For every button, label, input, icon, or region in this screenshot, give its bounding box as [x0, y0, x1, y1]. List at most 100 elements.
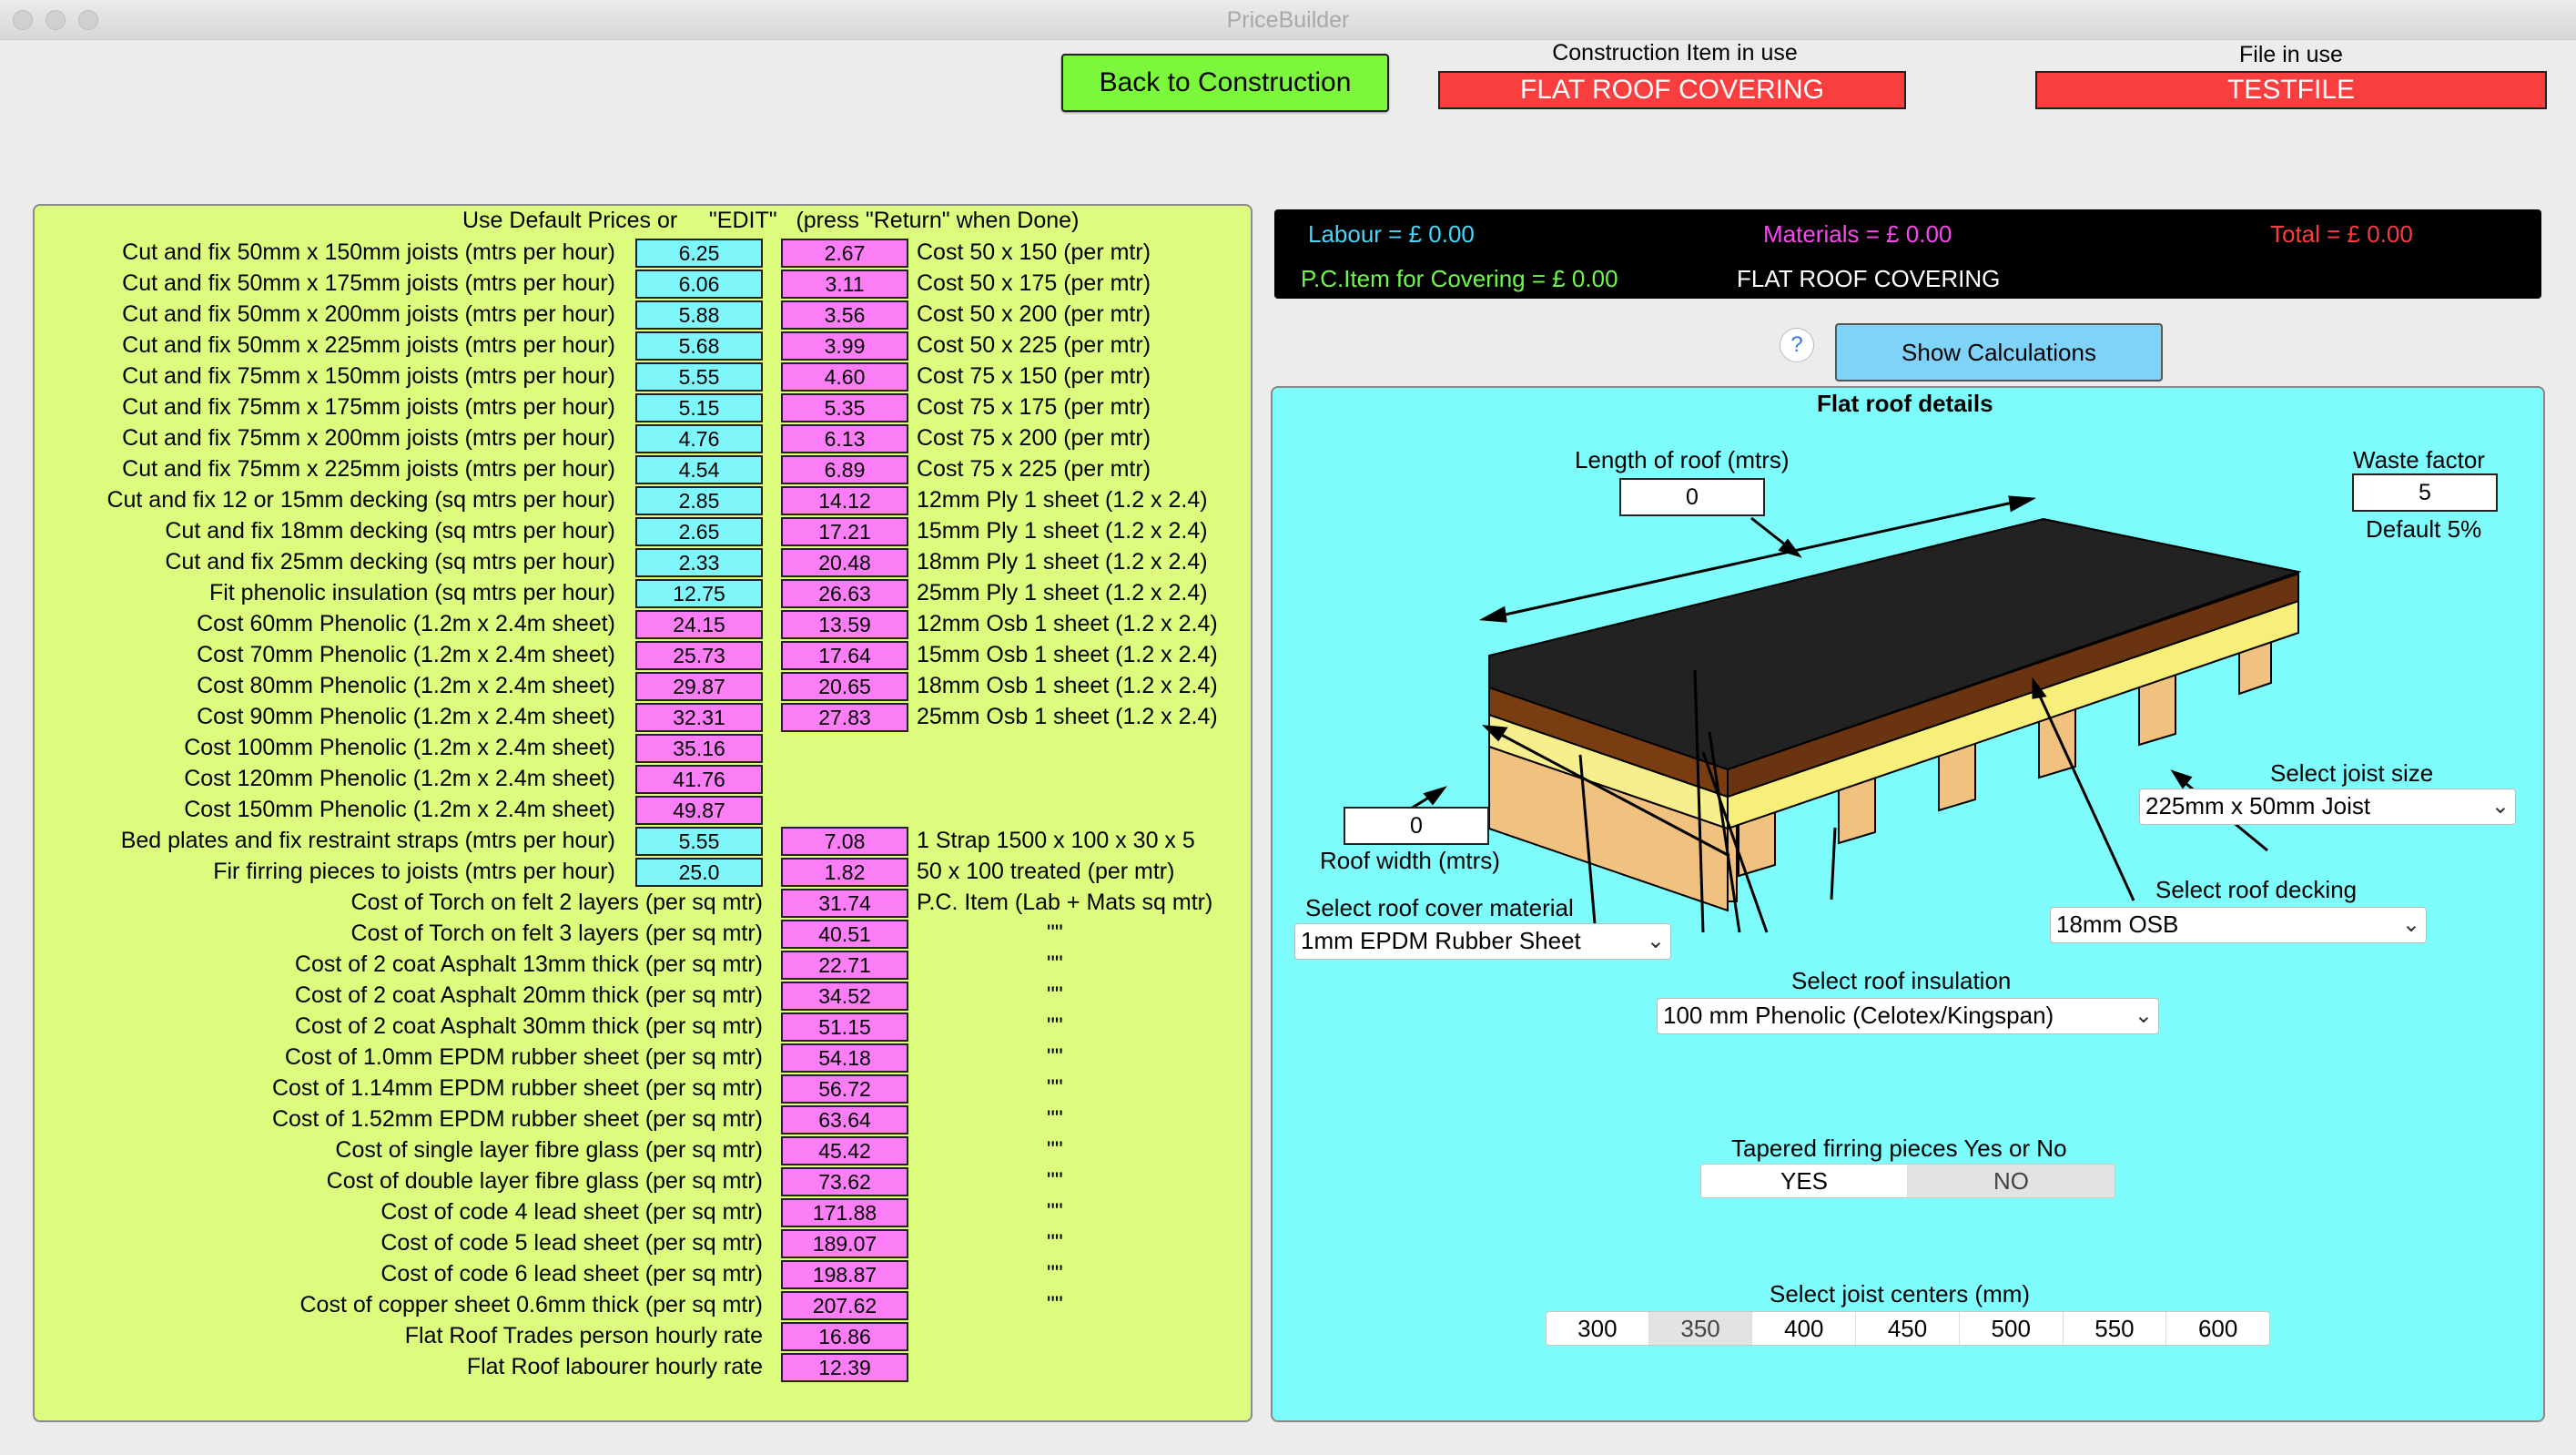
cost-input[interactable]: 26.63: [781, 579, 908, 608]
rate-input[interactable]: 2.85: [635, 486, 763, 515]
cost-input[interactable]: 4.60: [781, 362, 908, 392]
rate-input[interactable]: 2.33: [635, 548, 763, 577]
roof-length-input[interactable]: 0: [1619, 478, 1765, 516]
price-row-label: Cut and fix 25mm decking (sq mtrs per ho…: [165, 549, 615, 575]
rate-input[interactable]: 5.55: [635, 827, 763, 856]
material-row-label: Cost of 2 coat Asphalt 20mm thick (per s…: [294, 982, 763, 1008]
roof-decking-select[interactable]: 18mm OSB ⌄: [2050, 907, 2427, 943]
cost-input[interactable]: 20.48: [781, 548, 908, 577]
pc-item-note: "": [1047, 1230, 1063, 1256]
help-icon[interactable]: ?: [1780, 328, 1814, 362]
material-cost-input[interactable]: 171.88: [781, 1198, 908, 1227]
minimize-window-button[interactable]: [46, 10, 66, 30]
material-cost-input[interactable]: 22.71: [781, 951, 908, 980]
rate-input[interactable]: 6.25: [635, 239, 763, 268]
cost-input[interactable]: 14.12: [781, 486, 908, 515]
rate-input[interactable]: 24.15: [635, 610, 763, 639]
close-window-button[interactable]: [13, 10, 33, 30]
rate-input[interactable]: 35.16: [635, 734, 763, 763]
chevron-down-icon: ⌄: [2134, 1003, 2153, 1028]
rate-input[interactable]: 5.55: [635, 362, 763, 392]
rate-input[interactable]: 4.54: [635, 455, 763, 484]
rate-input[interactable]: 4.76: [635, 424, 763, 453]
material-cost-input[interactable]: 189.07: [781, 1229, 908, 1258]
pc-item-note: "": [1047, 982, 1063, 1008]
material-cost-input[interactable]: 73.62: [781, 1167, 908, 1196]
material-row-label: Cost of single layer fibre glass (per sq…: [335, 1137, 763, 1163]
tapered-yes-option[interactable]: YES: [1701, 1165, 1908, 1197]
rate-input[interactable]: 49.87: [635, 796, 763, 825]
roof-cover-select[interactable]: 1mm EPDM Rubber Sheet ⌄: [1294, 923, 1671, 960]
material-cost-input[interactable]: 198.87: [781, 1260, 908, 1289]
material-cost-input[interactable]: 34.52: [781, 982, 908, 1011]
joist-centers-selector[interactable]: 300 350 400 450 500 550 600: [1546, 1311, 2270, 1346]
rate-input[interactable]: 6.06: [635, 270, 763, 299]
rate-input[interactable]: 29.87: [635, 672, 763, 701]
rate-input[interactable]: 5.88: [635, 300, 763, 330]
cost-input[interactable]: 6.89: [781, 455, 908, 484]
cost-row-label: 1 Strap 1500 x 100 x 30 x 5: [917, 828, 1195, 853]
joist-center-option[interactable]: 400: [1752, 1312, 1857, 1345]
cost-input[interactable]: 3.11: [781, 270, 908, 299]
cost-row-label: Cost 50 x 225 (per mtr): [917, 332, 1151, 358]
roof-cover-value: 1mm EPDM Rubber Sheet: [1301, 927, 1581, 954]
rate-input[interactable]: 25.0: [635, 858, 763, 887]
material-cost-input[interactable]: 40.51: [781, 920, 908, 949]
material-cost-input[interactable]: 207.62: [781, 1291, 908, 1320]
material-cost-input[interactable]: 16.86: [781, 1322, 908, 1351]
joist-center-option[interactable]: 550: [2064, 1312, 2167, 1345]
cost-input[interactable]: 5.35: [781, 393, 908, 422]
price-row-label: Cut and fix 12 or 15mm decking (sq mtrs …: [106, 487, 615, 513]
joist-center-option[interactable]: 600: [2197, 1315, 2238, 1342]
cost-input[interactable]: 6.13: [781, 424, 908, 453]
tapered-no-option[interactable]: NO: [1908, 1165, 2115, 1197]
rate-input[interactable]: 25.73: [635, 641, 763, 670]
tapered-firring-toggle[interactable]: YES NO: [1700, 1164, 2115, 1198]
material-cost-input[interactable]: 63.64: [781, 1105, 908, 1134]
roof-width-input[interactable]: 0: [1344, 807, 1489, 845]
material-cost-input[interactable]: 56.72: [781, 1074, 908, 1104]
cost-row-label: Cost 50 x 175 (per mtr): [917, 270, 1151, 296]
material-row-label: Cost of code 6 lead sheet (per sq mtr): [380, 1261, 763, 1287]
joist-center-option[interactable]: 300: [1547, 1312, 1649, 1345]
rate-input[interactable]: 5.15: [635, 393, 763, 422]
cost-input[interactable]: 3.56: [781, 300, 908, 330]
material-cost-input[interactable]: 51.15: [781, 1012, 908, 1042]
zoom-window-button[interactable]: [78, 10, 98, 30]
rate-input[interactable]: 12.75: [635, 579, 763, 608]
rate-input[interactable]: 32.31: [635, 703, 763, 732]
back-to-construction-button[interactable]: Back to Construction: [1061, 54, 1389, 112]
joist-center-option[interactable]: 350: [1648, 1312, 1753, 1345]
joist-center-option[interactable]: 450: [1856, 1312, 1960, 1345]
roof-insulation-select[interactable]: 100 mm Phenolic (Celotex/Kingspan) ⌄: [1657, 998, 2159, 1034]
joist-size-value: 225mm x 50mm Joist: [2145, 792, 2371, 819]
waste-factor-input[interactable]: 5: [2352, 473, 2498, 512]
joist-size-select[interactable]: 225mm x 50mm Joist ⌄: [2139, 789, 2516, 825]
cost-input[interactable]: 20.65: [781, 672, 908, 701]
cost-input[interactable]: 3.99: [781, 331, 908, 361]
material-cost-input[interactable]: 12.39: [781, 1353, 908, 1382]
cost-input[interactable]: 1.82: [781, 858, 908, 887]
joist-center-option[interactable]: 500: [1960, 1312, 2064, 1345]
price-row-label: Cost 120mm Phenolic (1.2m x 2.4m sheet): [184, 766, 615, 791]
material-row-label: Cost of double layer fibre glass (per sq…: [326, 1168, 763, 1194]
chevron-down-icon: ⌄: [2490, 794, 2510, 819]
cost-input[interactable]: 7.08: [781, 827, 908, 856]
cost-input[interactable]: 27.83: [781, 703, 908, 732]
material-cost-input[interactable]: 54.18: [781, 1043, 908, 1073]
material-cost-input[interactable]: 45.42: [781, 1136, 908, 1165]
rate-input[interactable]: 5.68: [635, 331, 763, 361]
cost-row-label: Cost 50 x 150 (per mtr): [917, 239, 1151, 265]
material-cost-input[interactable]: 31.74: [781, 889, 908, 918]
pc-item-note: "": [1047, 1013, 1063, 1039]
rate-input[interactable]: 2.65: [635, 517, 763, 546]
cost-input[interactable]: 13.59: [781, 610, 908, 639]
cost-input[interactable]: 2.67: [781, 239, 908, 268]
pc-item-note: "": [1047, 1168, 1063, 1194]
price-row-label: Cost 70mm Phenolic (1.2m x 2.4m sheet): [197, 642, 615, 667]
show-calculations-button[interactable]: Show Calculations: [1835, 323, 2163, 382]
cost-input[interactable]: 17.64: [781, 641, 908, 670]
rate-input[interactable]: 41.76: [635, 765, 763, 794]
pc-item-note: "": [1047, 1261, 1063, 1287]
cost-input[interactable]: 17.21: [781, 517, 908, 546]
